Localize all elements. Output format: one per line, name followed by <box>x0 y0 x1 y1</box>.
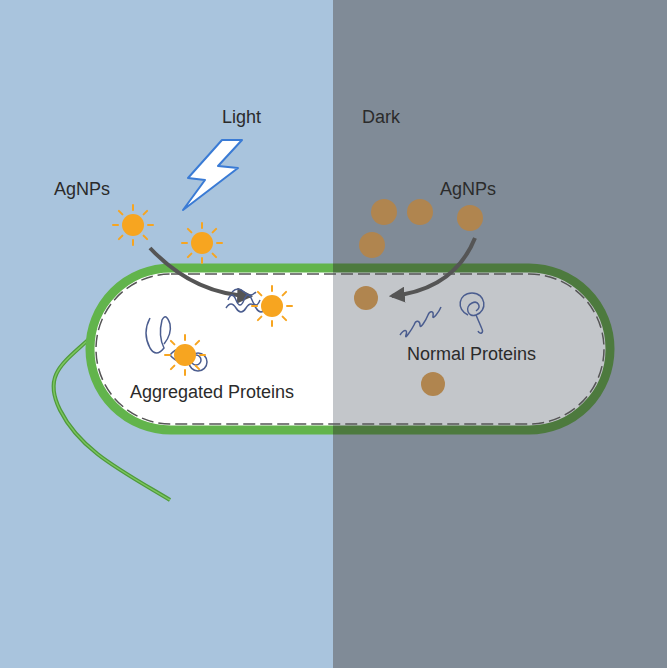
cell-membrane <box>96 274 604 424</box>
agnp-light <box>182 223 222 263</box>
particle-label: AgNPs <box>54 180 110 200</box>
condition-label: Light <box>222 108 261 128</box>
protein-state-label: Normal Proteins <box>407 345 536 365</box>
protein-state-label: Aggregated Proteins <box>130 383 294 403</box>
condition-label: Dark <box>362 108 400 128</box>
uptake-arrow <box>392 238 475 296</box>
lightning-bolt <box>183 140 242 210</box>
cell-dark <box>333 268 610 430</box>
cell-light <box>90 268 333 430</box>
aggregated-protein <box>146 289 266 371</box>
uptake-arrow <box>150 248 250 296</box>
agnp-dark <box>354 199 483 396</box>
agnp-light <box>113 205 153 245</box>
particle-label: AgNPs <box>440 180 496 200</box>
agnp-light <box>252 286 292 326</box>
agnp-light <box>165 335 205 375</box>
normal-protein <box>400 293 484 337</box>
